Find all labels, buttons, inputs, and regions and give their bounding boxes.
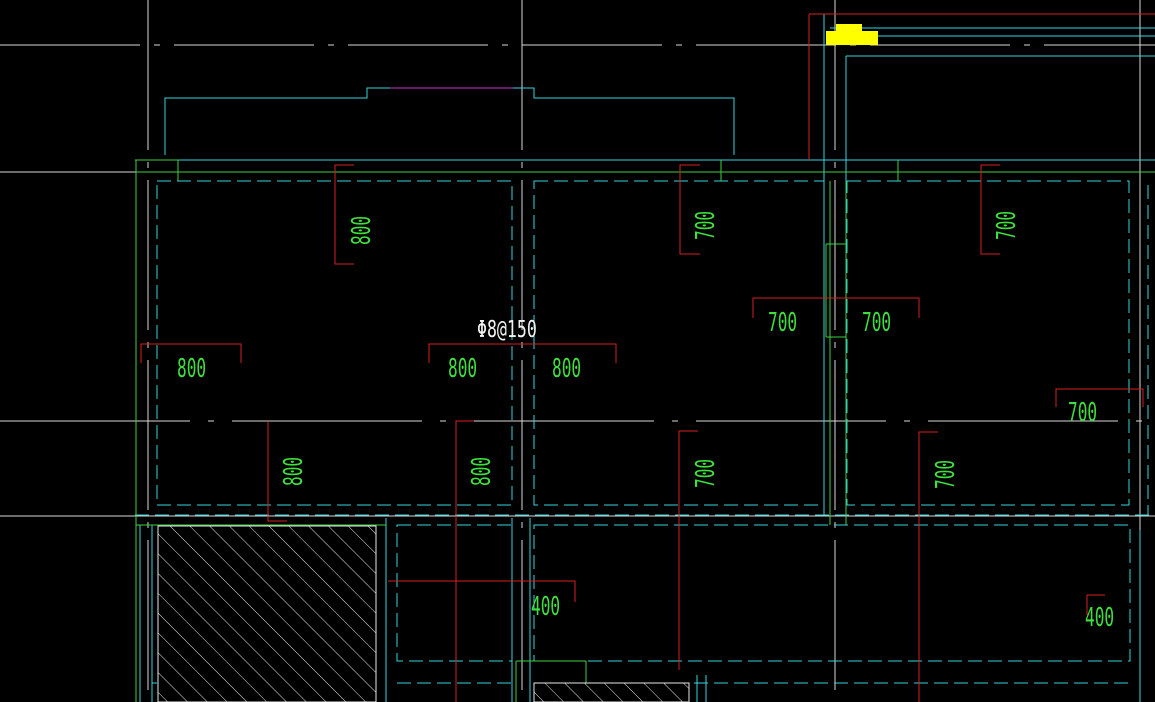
dim-label-lower-400: 400	[531, 592, 560, 622]
hatched-areas	[157, 525, 690, 702]
dim-label-top-center-700: 700	[691, 211, 721, 240]
yellow-marker[interactable]	[826, 24, 878, 45]
dim-label-mid-left-800: 800	[177, 354, 206, 384]
dim-label-bottom-center-800: 800	[467, 457, 497, 486]
dim-label-bottom-left-800: 800	[279, 457, 309, 486]
dim-label-beam-right-700: 700	[862, 308, 891, 338]
rebar-lines-red	[140, 13, 1155, 702]
rebar-note: Φ8@150	[477, 315, 537, 343]
dim-label-mid-right-700: 700	[1068, 398, 1097, 428]
dim-label-beam-left-700: 700	[768, 308, 797, 338]
dim-label-bottom-center-700: 700	[691, 459, 721, 488]
slab-boundaries-dashed	[135, 180, 1155, 684]
dim-label-top-right-700: 700	[992, 211, 1022, 240]
dim-label-bottom-right-700: 700	[931, 460, 961, 489]
dim-label-lower-right-400: 400	[1085, 603, 1114, 633]
dimension-labels: 800 700 700 700 700 800 800 800 700 800 …	[177, 211, 1114, 633]
beam-lines-green	[135, 159, 1155, 702]
dim-label-top-left-800: 800	[347, 216, 377, 245]
dim-label-mid-center-800-a: 800	[448, 354, 477, 384]
dim-label-mid-center-800-b: 800	[552, 354, 581, 384]
